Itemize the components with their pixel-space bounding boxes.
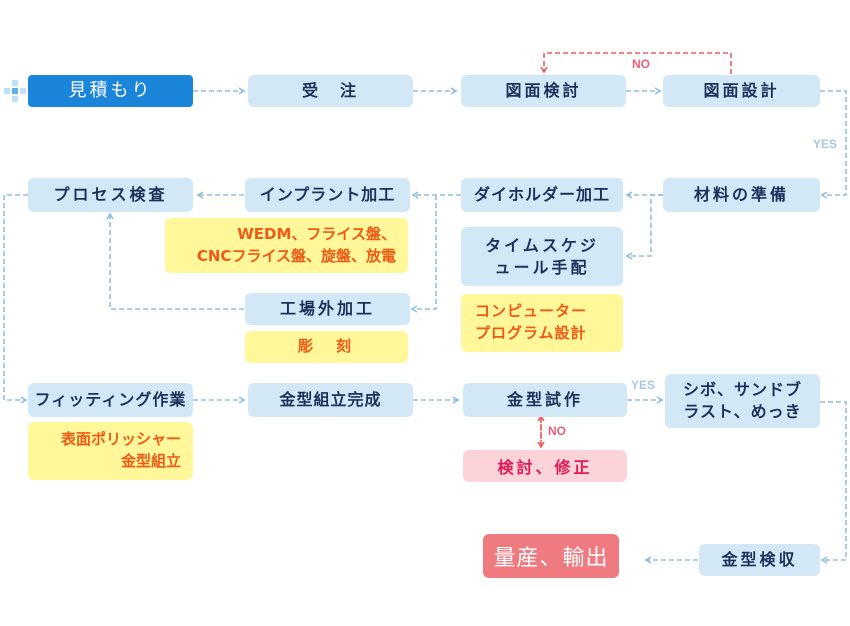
arrow-no-loop <box>540 52 732 74</box>
arrow-blast-acceptance <box>820 401 847 564</box>
step-implant: インプラント加工 <box>245 178 410 212</box>
note-engraving-text: 彫 刻 <box>297 337 355 356</box>
note-machines-line-1: WEDM、フライス盤、 <box>237 224 396 243</box>
note-polish: 表面ポリッシャー 金型組立 <box>28 422 193 480</box>
arrow-material-schedule <box>625 194 663 260</box>
step-mold-acceptance: 金型検収 <box>699 544 820 576</box>
step-drawing-review: 図面検討 <box>461 75 626 107</box>
arrow-outsourcing-inspection <box>106 212 244 310</box>
note-program: コンピューター プログラム設計 <box>461 294 623 352</box>
start-marker-icon <box>4 80 26 102</box>
step-drawing-design: 図面設計 <box>663 75 820 107</box>
note-machines: WEDM、フライス盤、 CNCフライス盤、旋盤、放電 <box>165 218 408 273</box>
step-revise: 検討、修正 <box>463 450 627 482</box>
label-no-trial: NO <box>548 424 566 438</box>
note-engraving: 彫 刻 <box>245 331 408 363</box>
arrow-inspection-fitting <box>3 194 28 404</box>
step-blast-line-1: シボ、サンドブ <box>682 380 802 400</box>
step-order: 受 注 <box>248 75 413 107</box>
arrow-design-material <box>820 90 847 199</box>
label-yes-right: YES <box>813 137 838 151</box>
note-polish-line-1: 表面ポリッシャー <box>60 430 181 449</box>
step-mass-production: 量産、輸出 <box>483 534 619 578</box>
step-blast: シボ、サンドブ ラスト、めっき <box>665 374 820 428</box>
note-program-line-1: コンピューター <box>475 302 588 321</box>
step-schedule-line-1: タイムスケジ <box>485 235 599 255</box>
label-yes-trial: YES <box>631 378 656 392</box>
note-machines-line-2: CNCフライス盤、旋盤、放電 <box>196 246 396 265</box>
note-polish-line-2: 金型組立 <box>120 452 181 470</box>
step-fitting: フィッティング作業 <box>28 383 193 417</box>
step-blast-line-2: ラスト、めっき <box>683 402 802 421</box>
step-material-prep: 材料の準備 <box>663 178 820 212</box>
step-schedule-line-2: ュール手配 <box>494 257 590 277</box>
step-mold-assembly-done: 金型組立完成 <box>248 383 413 417</box>
step-estimate: 見積もり <box>28 75 193 107</box>
note-program-line-2: プログラム設計 <box>475 324 587 342</box>
step-process-inspection: プロセス検査 <box>28 178 193 212</box>
step-schedule: タイムスケジ ュール手配 <box>461 227 623 286</box>
step-die-holder: ダイホルダー加工 <box>461 178 623 212</box>
step-trial: 金型試作 <box>463 383 627 417</box>
label-no-top: NO <box>632 57 650 71</box>
arrow-dieholder-outsourcing <box>410 195 437 313</box>
step-outsourcing: 工場外加工 <box>245 293 410 325</box>
